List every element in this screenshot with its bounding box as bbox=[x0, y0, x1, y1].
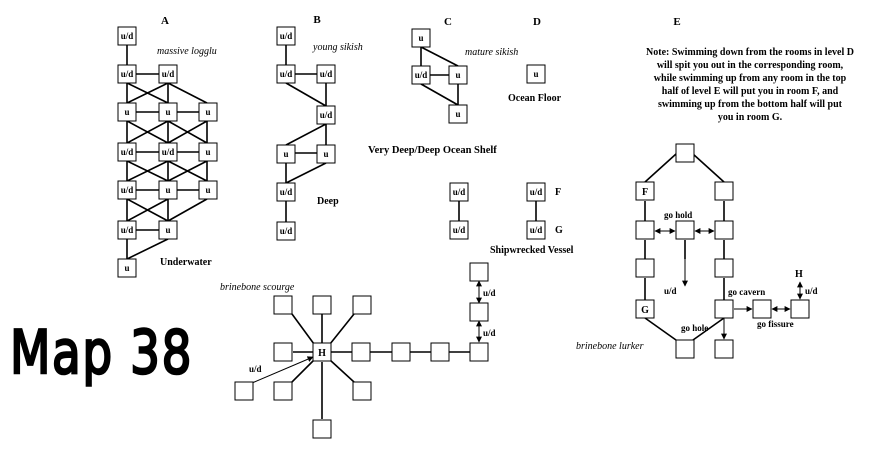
room-label: u/d bbox=[280, 187, 293, 197]
area-label-vessel: Shipwrecked Vessel bbox=[490, 245, 574, 256]
room-label: u/d bbox=[453, 225, 466, 235]
creature-labels: massive logglu young sikish mature sikis… bbox=[157, 42, 644, 352]
area-label-shelf: Very Deep/Deep Ocean Shelf bbox=[368, 145, 497, 156]
section-label-b: B bbox=[313, 14, 321, 26]
note-text: Note: Swimming down from the rooms in le… bbox=[646, 47, 854, 123]
room-label-g: G bbox=[555, 225, 563, 236]
room-label: u bbox=[455, 70, 460, 80]
section-label-c: C bbox=[444, 16, 452, 28]
scourge-links bbox=[291, 313, 470, 419]
section-e-links bbox=[644, 153, 725, 341]
note-line: will spit you out in the corresponding r… bbox=[657, 60, 844, 71]
section-d-rooms bbox=[449, 64, 546, 240]
note-line: swimming up from the bottom half will pu… bbox=[658, 99, 843, 110]
area-label-ocean-floor: Ocean Floor bbox=[508, 93, 562, 104]
scourge-arrows bbox=[251, 280, 482, 384]
scourge-rooms bbox=[234, 262, 489, 439]
room-label: u bbox=[323, 149, 328, 159]
room-label: u/d bbox=[162, 147, 175, 157]
note-line: Note: Swimming down from the rooms in le… bbox=[646, 47, 854, 58]
room-label: u/d bbox=[530, 187, 543, 197]
exit-ud: u/d bbox=[249, 364, 262, 374]
room-label: u/d bbox=[162, 69, 175, 79]
room-label: u/d bbox=[121, 185, 134, 195]
exit-ud-h: u/d bbox=[805, 286, 818, 296]
room-label-f: F bbox=[642, 187, 648, 198]
section-a-links bbox=[126, 45, 208, 260]
section-b-rooms bbox=[276, 26, 336, 241]
section-headers: A B C D E bbox=[161, 14, 681, 28]
room-label-f: F bbox=[555, 187, 561, 198]
section-e-rooms bbox=[635, 143, 810, 359]
room-label: u/d bbox=[280, 31, 293, 41]
section-e-room-labels: F G bbox=[641, 187, 649, 316]
room-label: u/d bbox=[121, 147, 134, 157]
room-label: u bbox=[205, 107, 210, 117]
room-label: u bbox=[283, 149, 288, 159]
section-e-arrows bbox=[654, 228, 803, 340]
exit-ud: u/d bbox=[483, 328, 496, 338]
section-a-room-labels: u/d u/d u/d u u u u/d u/d u u/d u u u/d … bbox=[121, 31, 211, 273]
scourge-room-labels: H u/d u/d u/d bbox=[249, 288, 496, 374]
room-label: u/d bbox=[121, 69, 134, 79]
area-label-deep: Deep bbox=[317, 196, 339, 207]
note-line: half of level E will put you in room F, … bbox=[662, 86, 839, 97]
room-label: u/d bbox=[530, 225, 543, 235]
room-label: u bbox=[165, 225, 170, 235]
exit-ud: u/d bbox=[664, 286, 677, 296]
room-label: u bbox=[165, 107, 170, 117]
section-b-links bbox=[285, 45, 327, 222]
exit-go-hole: go hole bbox=[681, 323, 708, 333]
section-label-d: D bbox=[533, 16, 541, 28]
section-d-room-labels: u u/d u/d u/d u/d bbox=[453, 69, 543, 235]
room-label: u bbox=[205, 185, 210, 195]
room-label: u/d bbox=[280, 226, 293, 236]
exit-ud: u/d bbox=[483, 288, 496, 298]
room-label: u/d bbox=[121, 225, 134, 235]
room-label: u bbox=[455, 109, 460, 119]
room-label: u bbox=[418, 33, 423, 43]
room-label: u bbox=[205, 147, 210, 157]
room-label: u/d bbox=[320, 69, 333, 79]
room-label: u bbox=[124, 263, 129, 273]
section-label-e: E bbox=[673, 16, 680, 28]
room-label-g: G bbox=[641, 305, 649, 316]
section-b-room-labels: u/d u/d u/d u/d u u u/d u/d bbox=[280, 31, 333, 236]
note-line: you in room G. bbox=[718, 112, 783, 123]
section-a-rooms bbox=[117, 26, 218, 278]
room-label-h: H bbox=[795, 269, 803, 280]
section-c-rooms bbox=[411, 28, 468, 124]
exit-go-fissure: go fissure bbox=[757, 319, 794, 329]
creature-label-b: young sikish bbox=[312, 42, 363, 53]
creature-label-c: mature sikish bbox=[465, 47, 518, 58]
room-label: u bbox=[165, 185, 170, 195]
room-label: u/d bbox=[320, 110, 333, 120]
room-label: u/d bbox=[280, 69, 293, 79]
room-label: u bbox=[124, 107, 129, 117]
section-c-links bbox=[420, 46, 459, 106]
room-label: u/d bbox=[121, 31, 134, 41]
room-label: u/d bbox=[453, 187, 466, 197]
area-labels: Underwater Ocean Floor Very Deep/Deep Oc… bbox=[160, 93, 574, 268]
note-line: while swimming up from any room in the t… bbox=[654, 73, 847, 84]
creature-label-lurker: brinebone lurker bbox=[576, 341, 644, 352]
section-c-room-labels: u u/d u u bbox=[415, 33, 461, 119]
map-title: Map 38 bbox=[10, 318, 193, 388]
creature-label-a: massive logglu bbox=[157, 46, 217, 57]
exit-go-hold: go hold bbox=[664, 210, 692, 220]
section-e-exit-labels: go hold u/d go cavern go hole go fissure… bbox=[664, 210, 818, 333]
exit-go-cavern: go cavern bbox=[728, 287, 765, 297]
creature-label-scourge: brinebone scourge bbox=[220, 282, 295, 293]
section-label-a: A bbox=[161, 15, 169, 27]
room-label: u bbox=[533, 69, 538, 79]
room-label: u/d bbox=[415, 70, 428, 80]
area-label-underwater: Underwater bbox=[160, 257, 212, 268]
room-label-h: H bbox=[318, 348, 326, 359]
